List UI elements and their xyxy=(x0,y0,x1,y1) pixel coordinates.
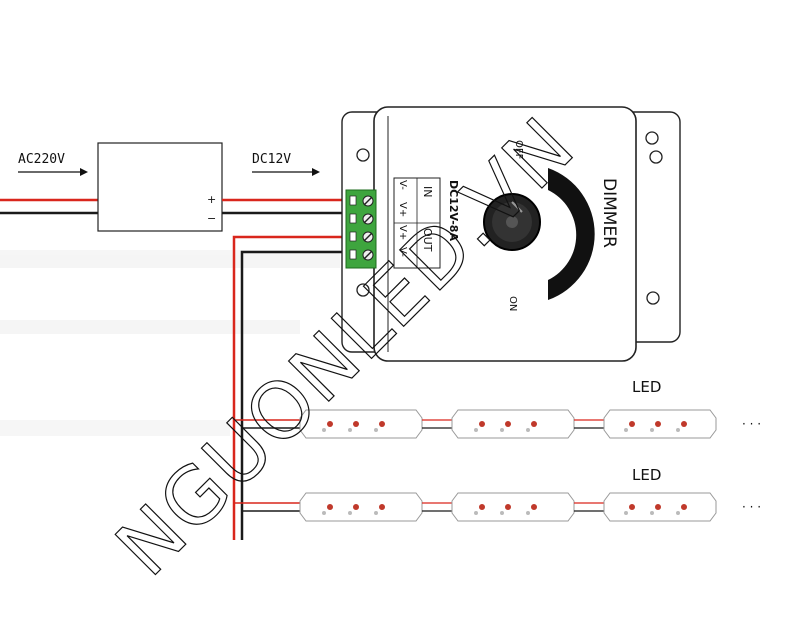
led-module xyxy=(603,492,717,522)
ac-input-label: AC220V xyxy=(18,152,65,167)
background-bands xyxy=(0,250,340,436)
led-module xyxy=(603,409,717,439)
psu-plus-label: + xyxy=(207,193,216,206)
led-strip-row-1 xyxy=(299,409,717,439)
ac-input-wires xyxy=(0,198,98,215)
led-row-2-label: LED xyxy=(632,466,661,484)
pin-col-in: IN xyxy=(421,186,434,197)
mount-hole-mid-right xyxy=(649,150,663,164)
led-module xyxy=(299,492,423,522)
dc-arrow xyxy=(252,168,320,176)
psu-minus-label: − xyxy=(207,212,216,225)
pin-label-4: V- xyxy=(397,247,408,257)
power-supply-box xyxy=(97,142,223,232)
dimmer-knob xyxy=(483,168,595,300)
led-module xyxy=(451,492,575,522)
led-feed-wires xyxy=(232,235,350,540)
led-module xyxy=(451,409,575,439)
pin-label-2: V+ xyxy=(397,202,408,217)
led-row-1-ellipsis: · · · xyxy=(742,417,761,431)
pin-label-3: V+ xyxy=(397,225,408,240)
led-row-2-ellipsis: · · · xyxy=(742,500,761,514)
on-label: ON xyxy=(507,296,518,311)
dc-output-wires xyxy=(222,198,350,215)
led-row-1-label: LED xyxy=(632,378,661,396)
off-label: OFF xyxy=(513,140,524,160)
led-strip-row-2 xyxy=(299,492,717,522)
pin-legend: IN OUT V- V+ V+ V- xyxy=(393,177,441,269)
mount-hole-bottom-right xyxy=(646,291,660,305)
mount-hole-top-right xyxy=(645,131,659,145)
pin-col-out: OUT xyxy=(421,228,434,252)
led-module xyxy=(299,409,423,439)
dc-output-label: DC12V xyxy=(252,152,291,167)
pin-label-1: V- xyxy=(397,180,408,190)
ac-arrow xyxy=(18,168,88,176)
terminal-block xyxy=(345,189,377,269)
dimmer-title: DIMMER xyxy=(599,178,619,248)
mount-hole-bottom-left xyxy=(356,283,370,297)
dimmer-rating: DC12V-8A xyxy=(447,180,460,241)
mount-hole-top-left xyxy=(356,148,370,162)
